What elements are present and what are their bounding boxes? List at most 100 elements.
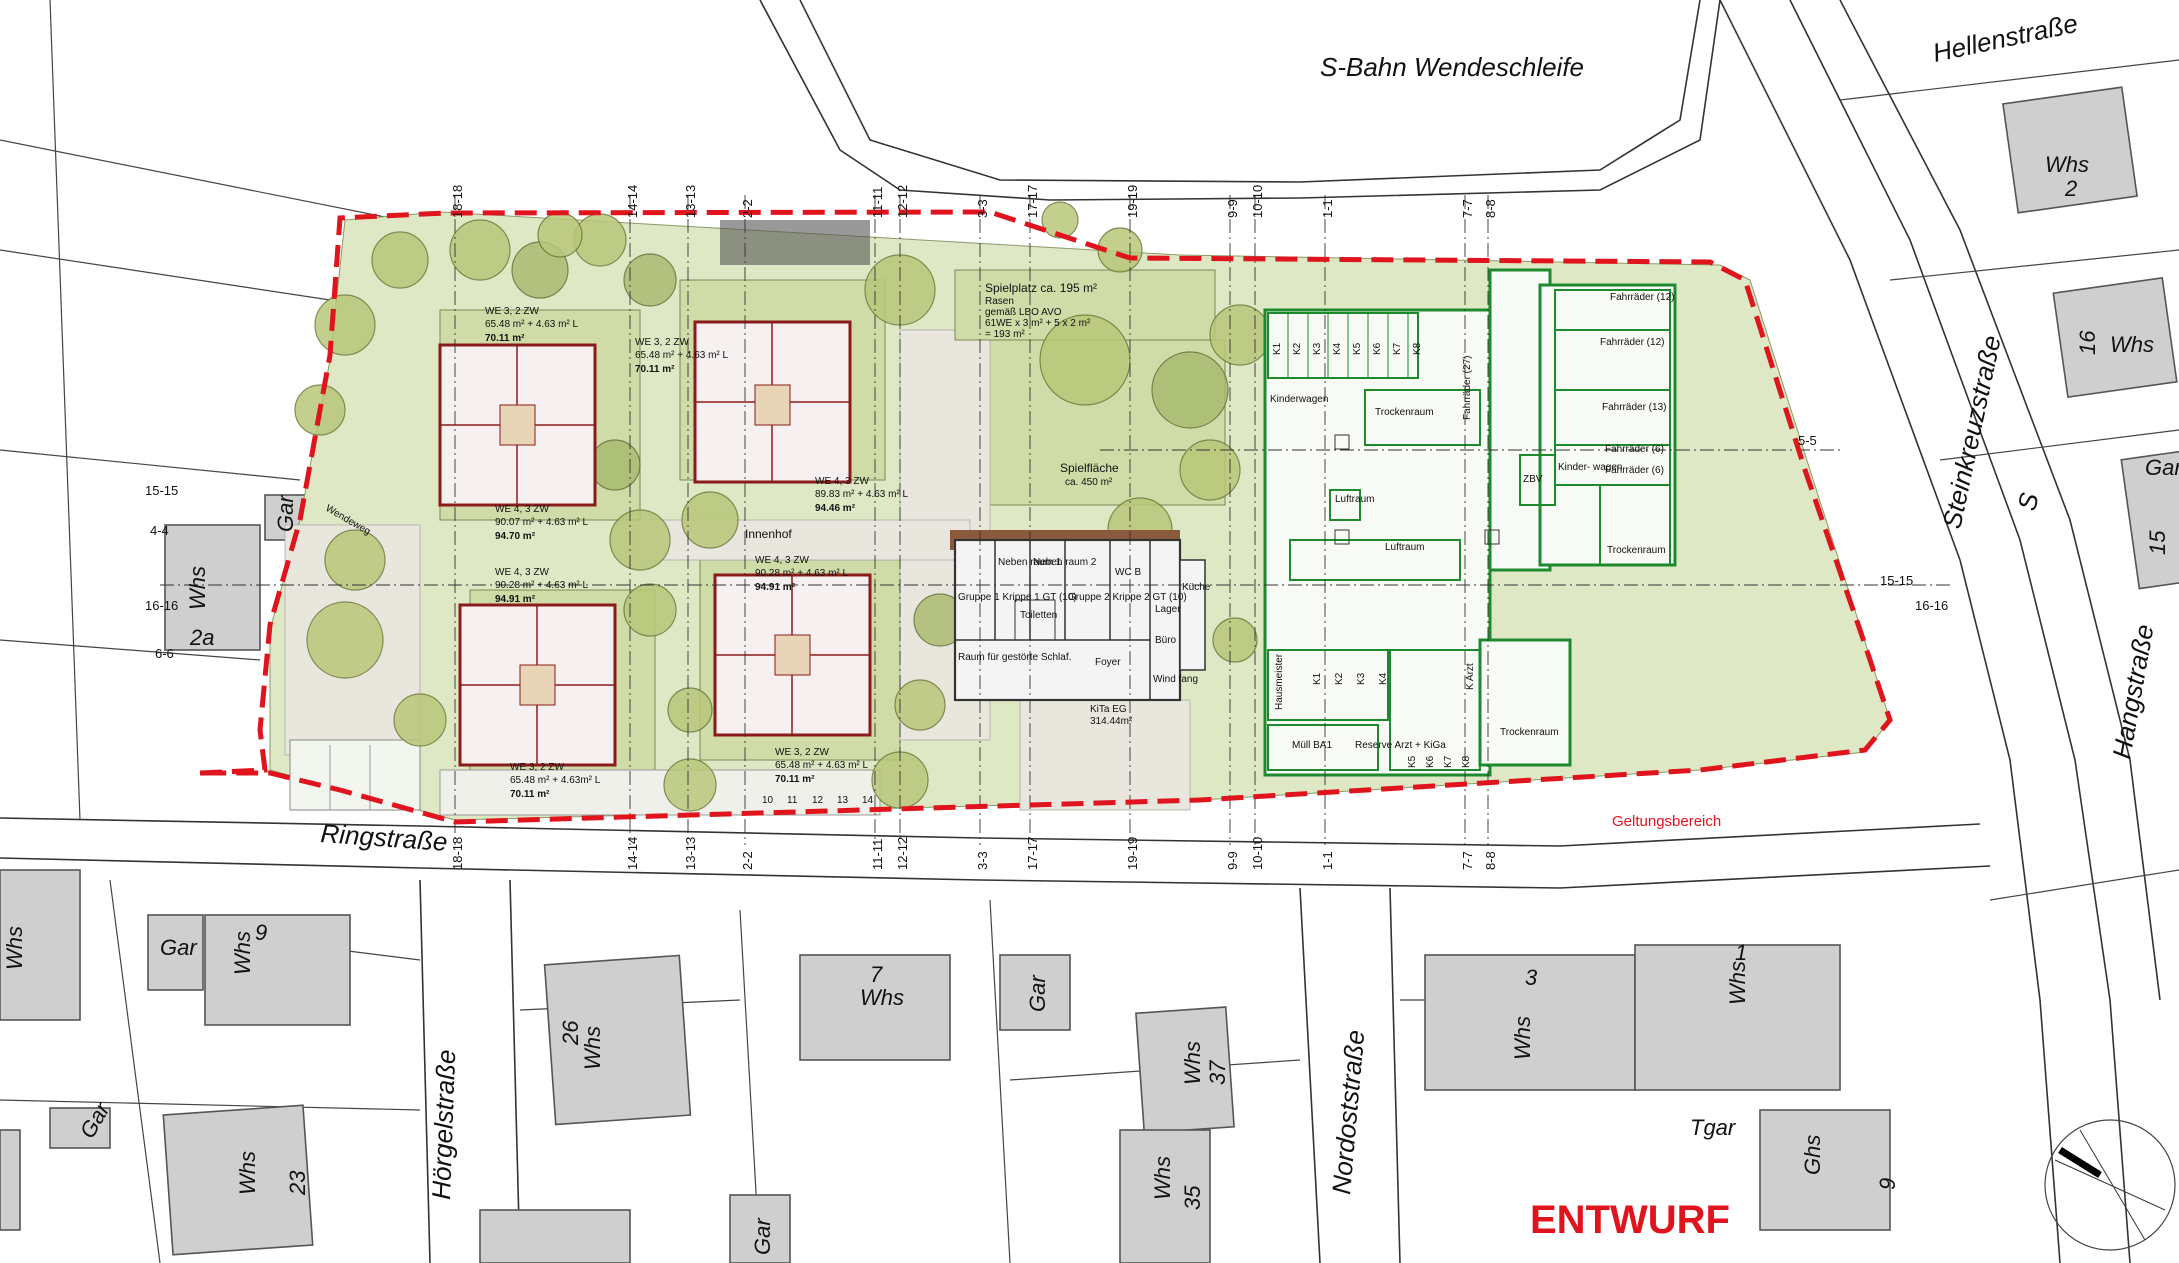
neighbor-house-2a [164, 524, 261, 651]
unit-2-title: WE 3, 2 ZW [635, 337, 689, 348]
parking-12: 12 [812, 795, 824, 806]
garage-luftraum-1: Luftraum [1335, 494, 1374, 505]
axis-5-5-right: 5-5 [1798, 433, 1817, 448]
parking-14: 14 [862, 795, 874, 806]
garage-trockenraum-1: Trockenraum [1375, 407, 1434, 418]
label-spielplatz-d1: Rasen [985, 296, 1014, 307]
label-ghs: Ghs [1800, 1135, 1825, 1175]
garage-k8: K8 [1412, 342, 1423, 355]
axis-11-11-bottom: 11-11 [870, 839, 885, 870]
label-whs-26: Whs [580, 1026, 605, 1070]
house-sw [458, 603, 617, 767]
kita-krippe1: Gruppe 1 Krippe 1 GT (10) [958, 592, 1077, 603]
garage-fahrraeder12b: Fahrräder (12) [1600, 337, 1664, 348]
label-whs-35: Whs [1150, 1156, 1175, 1200]
kita-wcb: WC B [1115, 567, 1141, 578]
axis-16-16-right: 16-16 [1915, 598, 1948, 613]
kita-toiletten: Toiletten [1020, 610, 1057, 621]
label-whs-1: Whs [1725, 961, 1750, 1005]
label-no-9b: 9 [1875, 1178, 1900, 1190]
residential-buildings [438, 320, 872, 767]
axis-14-14-top: 14-14 [625, 185, 640, 218]
neighbor-house-bottom [479, 1209, 631, 1263]
garage-k7: K7 [1392, 342, 1403, 355]
axis-7-7-bottom: 7-7 [1460, 851, 1475, 870]
garage-k3-b: K3 [1356, 672, 1367, 685]
garage-hausmeister: Hausmeister [1274, 653, 1285, 710]
neighbor-buildings [0, 86, 2179, 1263]
unit-7-sum: 70.11 m² [510, 789, 550, 800]
garage-fahrraeder6a: Fahrräder (6) [1605, 444, 1664, 455]
garage-trockenraum-3: Trockenraum [1500, 727, 1559, 738]
axis-1-1-top: 1-1 [1320, 199, 1335, 218]
kita-area: 314.44m² [1090, 716, 1133, 727]
neighbor-garage-7 [999, 954, 1071, 1031]
label-no-1: 1 [1735, 940, 1747, 965]
label-no-7: 7 [870, 962, 883, 987]
parking-10: 10 [762, 795, 774, 806]
neighbor-house-2 [2002, 86, 2138, 214]
unit-7-title: WE 3, 2 ZW [510, 762, 564, 773]
unit-3-sum: 94.46 m² [815, 503, 856, 514]
label-no-26: 26 [558, 1020, 583, 1046]
axis-2-2-bottom: 2-2 [740, 851, 755, 870]
axis-3-3-top: 3-3 [975, 199, 990, 218]
garage-fahrraeder6b: Fahrräder (6) [1605, 465, 1664, 476]
garage-reserve: Reserve Arzt + KiGa [1355, 740, 1446, 751]
kita-title: KiTa EG [1090, 704, 1127, 715]
axis-12-12-bottom: 12-12 [895, 837, 910, 870]
garage-k6-b: K6 [1425, 755, 1436, 768]
street-s: S [2012, 489, 2045, 513]
label-spielflaeche: Spielfläche [1060, 461, 1119, 475]
label-spielplatz: Spielplatz ca. 195 m² [985, 281, 1097, 295]
neighbor-house-left [0, 869, 81, 1021]
neighbor-house-16 [2052, 276, 2178, 399]
kita-buero: Büro [1155, 635, 1177, 646]
axis-18-18-bottom: 18-18 [450, 837, 465, 870]
label-tgar: Tgar [1690, 1115, 1737, 1140]
garage-building [1263, 268, 1677, 777]
garage-k6: K6 [1372, 342, 1383, 355]
kita-foyer: Foyer [1095, 657, 1121, 668]
unit-3-title: WE 4, 3 ZW [815, 476, 869, 487]
axis-13-13-bottom: 13-13 [683, 837, 698, 870]
garage-karzt: K Arzt [1465, 663, 1476, 690]
garage-k2-b: K2 [1334, 672, 1345, 685]
label-no-35: 35 [1180, 1185, 1205, 1210]
street-hang: Hangstraße [2106, 622, 2159, 761]
label-no-2: 2 [2064, 176, 2077, 201]
axis-3-3-bottom: 3-3 [975, 851, 990, 870]
label-whs-16: Whs [2110, 332, 2154, 357]
house-n [693, 320, 852, 484]
label-spielplatz-d3: 61WE x 3 m² + 5 x 2 m² [985, 318, 1091, 329]
garage-kinderwagen2: Kinder- wagen [1558, 462, 1622, 473]
axis-15-15-right: 15-15 [1880, 573, 1913, 588]
neighbor-house-7 [799, 954, 951, 1061]
neighbor-house-ghs [1759, 1109, 1891, 1231]
garage-trockenraum-2: Trockenraum [1607, 545, 1666, 556]
neighbor-house-1 [1634, 944, 1841, 1091]
unit-7-area: 65.48 m² + 4.63m² L [510, 775, 601, 786]
axis-15-15-left: 15-15 [145, 483, 178, 498]
house-nw [438, 343, 597, 507]
garage-k2: K2 [1292, 342, 1303, 355]
garage-muell: Müll BA1 [1292, 740, 1332, 751]
garage-k8-b: K8 [1461, 755, 1472, 768]
label-gar-2a: Gar [273, 494, 298, 532]
axis-11-11-top: 11-11 [870, 187, 885, 218]
axis-lines [160, 195, 1950, 845]
label-no-16: 16 [2075, 330, 2100, 355]
label-no-3: 3 [1525, 965, 1538, 990]
label-no-15: 15 [2145, 530, 2170, 555]
garage-k4-b: K4 [1378, 672, 1389, 685]
label-whs-37: Whs [1180, 1041, 1205, 1085]
parking-11: 11 [787, 795, 798, 806]
street-sbahn: S-Bahn Wendeschleife [1320, 52, 1584, 82]
neighbor-small [0, 1129, 21, 1231]
axis-19-19-bottom: 19-19 [1125, 837, 1140, 870]
unit-2-sum: 70.11 m² [635, 364, 675, 375]
unit-1-sum: 70.11 m² [485, 333, 525, 344]
garage-k1-b: K1 [1312, 672, 1323, 685]
garage-fahrraeder27: Fahrräder (27) [1462, 356, 1473, 420]
label-geltungsbereich: Geltungsbereich [1612, 813, 1721, 830]
